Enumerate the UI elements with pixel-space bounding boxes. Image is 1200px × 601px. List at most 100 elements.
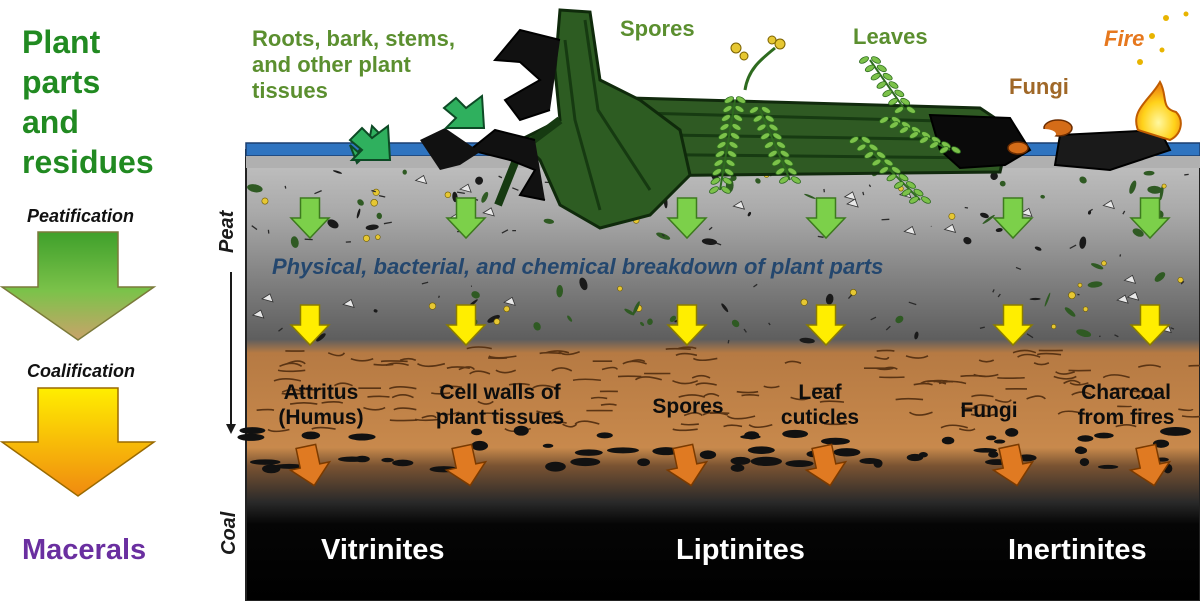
coal-lens [1075, 446, 1085, 454]
debris-fragment [755, 178, 761, 184]
maceral-vitrinites: Vitrinites [321, 534, 445, 566]
debris-fragment [716, 242, 722, 246]
debris-fragment [843, 191, 857, 201]
humus-fiber [436, 411, 460, 416]
humus-fiber [1102, 374, 1130, 379]
debris-fragment [1091, 263, 1104, 270]
frond-leaflet [756, 123, 767, 132]
side-title-line: and [22, 104, 79, 140]
humus-fiber [536, 410, 561, 415]
humus-fiber [672, 428, 698, 432]
debris-fragment [1114, 334, 1119, 338]
humus-fiber [973, 373, 999, 378]
layer-label-line: Cell walls of [439, 381, 561, 404]
frond-leaflet [725, 159, 736, 167]
coal-lens [301, 431, 321, 440]
side-title-line: residues [22, 144, 154, 180]
debris-fragment [314, 190, 322, 195]
humus-fiber [678, 394, 706, 398]
debris-fragment [512, 187, 519, 191]
coal-lens [1077, 435, 1094, 442]
humus-fiber [458, 366, 476, 371]
debris-fragment [1161, 183, 1167, 189]
debris-fragment [804, 193, 816, 199]
peat-arrow [289, 197, 331, 240]
debris-fragment [1126, 291, 1140, 301]
debris-fragment [487, 314, 500, 323]
humus-fiber [960, 406, 978, 410]
humus-fiber [550, 420, 567, 424]
coal-arrow [444, 443, 488, 487]
frond-leaflet [909, 131, 919, 139]
peat-arrow [1129, 197, 1171, 240]
frond-leaflet [864, 151, 874, 159]
frond-leaflet [779, 176, 789, 184]
frond-leaflet [783, 158, 794, 167]
debris-fragment [632, 301, 640, 315]
debris-fragment [503, 305, 510, 313]
debris-fragment [1082, 306, 1089, 312]
coal-lens [606, 447, 639, 454]
coal-lens [699, 450, 717, 460]
humus-fiber [367, 395, 390, 398]
debris-fragment [982, 214, 995, 224]
debris-fragment [475, 176, 484, 185]
debris-fragment [1015, 266, 1022, 271]
coal-axis-label: Coal [218, 511, 240, 555]
coal-lens [906, 453, 924, 462]
frond-leaflet [733, 114, 743, 122]
debris-fragment [1129, 180, 1137, 194]
debris-fragment [1087, 281, 1103, 288]
frond-leaflet [919, 136, 929, 144]
debris-fragment [247, 184, 263, 193]
coal-lens [1079, 458, 1090, 467]
debris-fragment [444, 191, 452, 198]
humus-fiber [439, 385, 463, 389]
debris-fragment [428, 302, 437, 310]
humus-fiber [683, 412, 703, 417]
debris-fragment [727, 339, 730, 344]
humus-fiber [736, 390, 759, 394]
ground-cross-section [245, 149, 1200, 601]
debris-fragment [990, 172, 998, 181]
debris-fragment [868, 184, 872, 188]
debris-fragment [948, 212, 956, 220]
layer-label-line: Charcoal [1081, 381, 1171, 404]
debris-fragment [373, 309, 378, 313]
debris-fragment [284, 185, 287, 189]
fire-flame [1135, 11, 1189, 142]
debris-fragment [799, 337, 815, 344]
frond-leaflet [883, 158, 894, 167]
frond-leaflet [939, 146, 949, 154]
debris-fragment [503, 296, 516, 306]
humus-fiber [1110, 387, 1131, 391]
humus-fiber [600, 403, 617, 406]
layer-label-cell-walls: Cell walls of plant tissues [410, 380, 590, 430]
frond-leaflet [876, 81, 887, 89]
frond-leaflet [913, 188, 924, 197]
debris-fragment [768, 322, 771, 326]
debris-fragment [375, 234, 381, 240]
coal-lens [637, 458, 650, 467]
layer-label-line: plant tissues [435, 406, 565, 429]
debris-fragment [1044, 292, 1051, 307]
debris-fragment [661, 233, 665, 237]
coal-lens [1160, 427, 1192, 436]
humus-fiber [417, 362, 446, 368]
debris-fragment [370, 199, 378, 207]
coal-lens [750, 456, 782, 466]
debris-fragment [357, 199, 364, 206]
humus-fiber [927, 379, 953, 383]
debris-fragment [1079, 236, 1087, 249]
humus-fiber [876, 367, 894, 371]
humus-fiber [1129, 389, 1149, 393]
frond-leaflet [876, 151, 886, 159]
leaves-label: Leaves [853, 24, 928, 49]
debris-fragment [1143, 170, 1155, 176]
frond-leaflet [888, 81, 899, 89]
debris-fragment [743, 328, 747, 333]
debris-fragment [669, 315, 677, 323]
debris-fragment [437, 295, 440, 299]
humus-fiber [508, 382, 530, 386]
humus-fiber [790, 396, 811, 401]
